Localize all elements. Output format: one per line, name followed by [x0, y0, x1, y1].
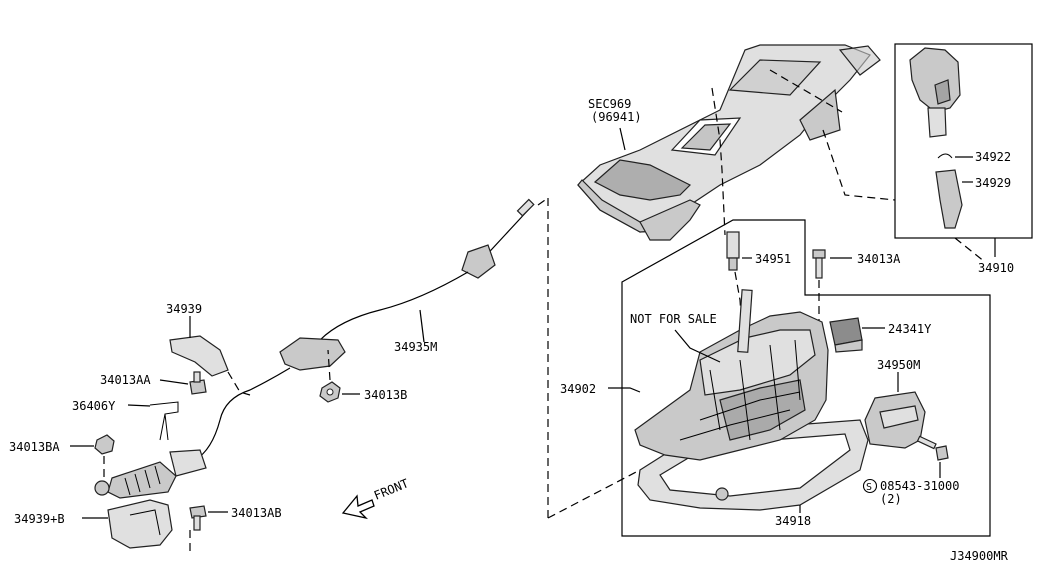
knob-inset-frame	[894, 43, 1033, 239]
label-34910: 34910	[978, 261, 1014, 275]
label-36406Y: 36406Y	[72, 399, 116, 413]
console-finisher	[577, 44, 881, 241]
shifter-body-34902	[634, 289, 829, 461]
front-arrow-icon	[341, 494, 375, 520]
label-sec969-ref: (96941)	[591, 110, 642, 124]
nut-34013B	[319, 381, 341, 403]
label-sec969: SEC969	[588, 97, 631, 111]
control-device-frame	[621, 219, 991, 537]
pin-34951	[726, 231, 740, 271]
label-08543-31000: 08543-31000	[880, 479, 959, 493]
label-08543-symbol: S	[866, 482, 872, 493]
label-34939: 34939	[166, 302, 202, 316]
label-34918: 34918	[775, 514, 811, 528]
label-34935M: 34935M	[394, 340, 437, 354]
label-34013B: 34013B	[364, 388, 407, 402]
label-34902: 34902	[560, 382, 596, 396]
bolt-34013AB	[189, 505, 207, 531]
label-34929: 34929	[975, 176, 1011, 190]
bracket-34939B	[107, 499, 173, 549]
label-34951: 34951	[755, 252, 791, 266]
label-34950M: 34950M	[877, 358, 920, 372]
label-08543-qty: (2)	[880, 492, 902, 506]
shift-knob	[909, 47, 963, 229]
label-34922: 34922	[975, 150, 1011, 164]
label-34013AA: 34013AA	[100, 373, 151, 387]
label-24341Y: 24341Y	[888, 322, 932, 336]
symbol-s-circle	[862, 478, 878, 494]
screw-08543	[916, 435, 949, 461]
bracket-34939	[169, 335, 229, 377]
unit-34950M	[864, 391, 926, 449]
connector-24341Y	[829, 317, 863, 353]
label-34939B: 34939+B	[14, 512, 65, 526]
bolt-34013A	[812, 249, 826, 279]
clip-36406Y	[149, 401, 179, 441]
control-cable-34935M	[94, 198, 535, 499]
diagram-id: J34900MR	[950, 549, 1009, 563]
label-front: FRONT	[372, 476, 411, 503]
label-34013A: 34013A	[857, 252, 901, 266]
label-not-for-sale: NOT FOR SALE	[630, 312, 717, 326]
bolt-34013AA	[189, 371, 207, 395]
label-34013BA: 34013BA	[9, 440, 60, 454]
label-34013AB: 34013AB	[231, 506, 282, 520]
nut-34013BA	[94, 434, 115, 455]
